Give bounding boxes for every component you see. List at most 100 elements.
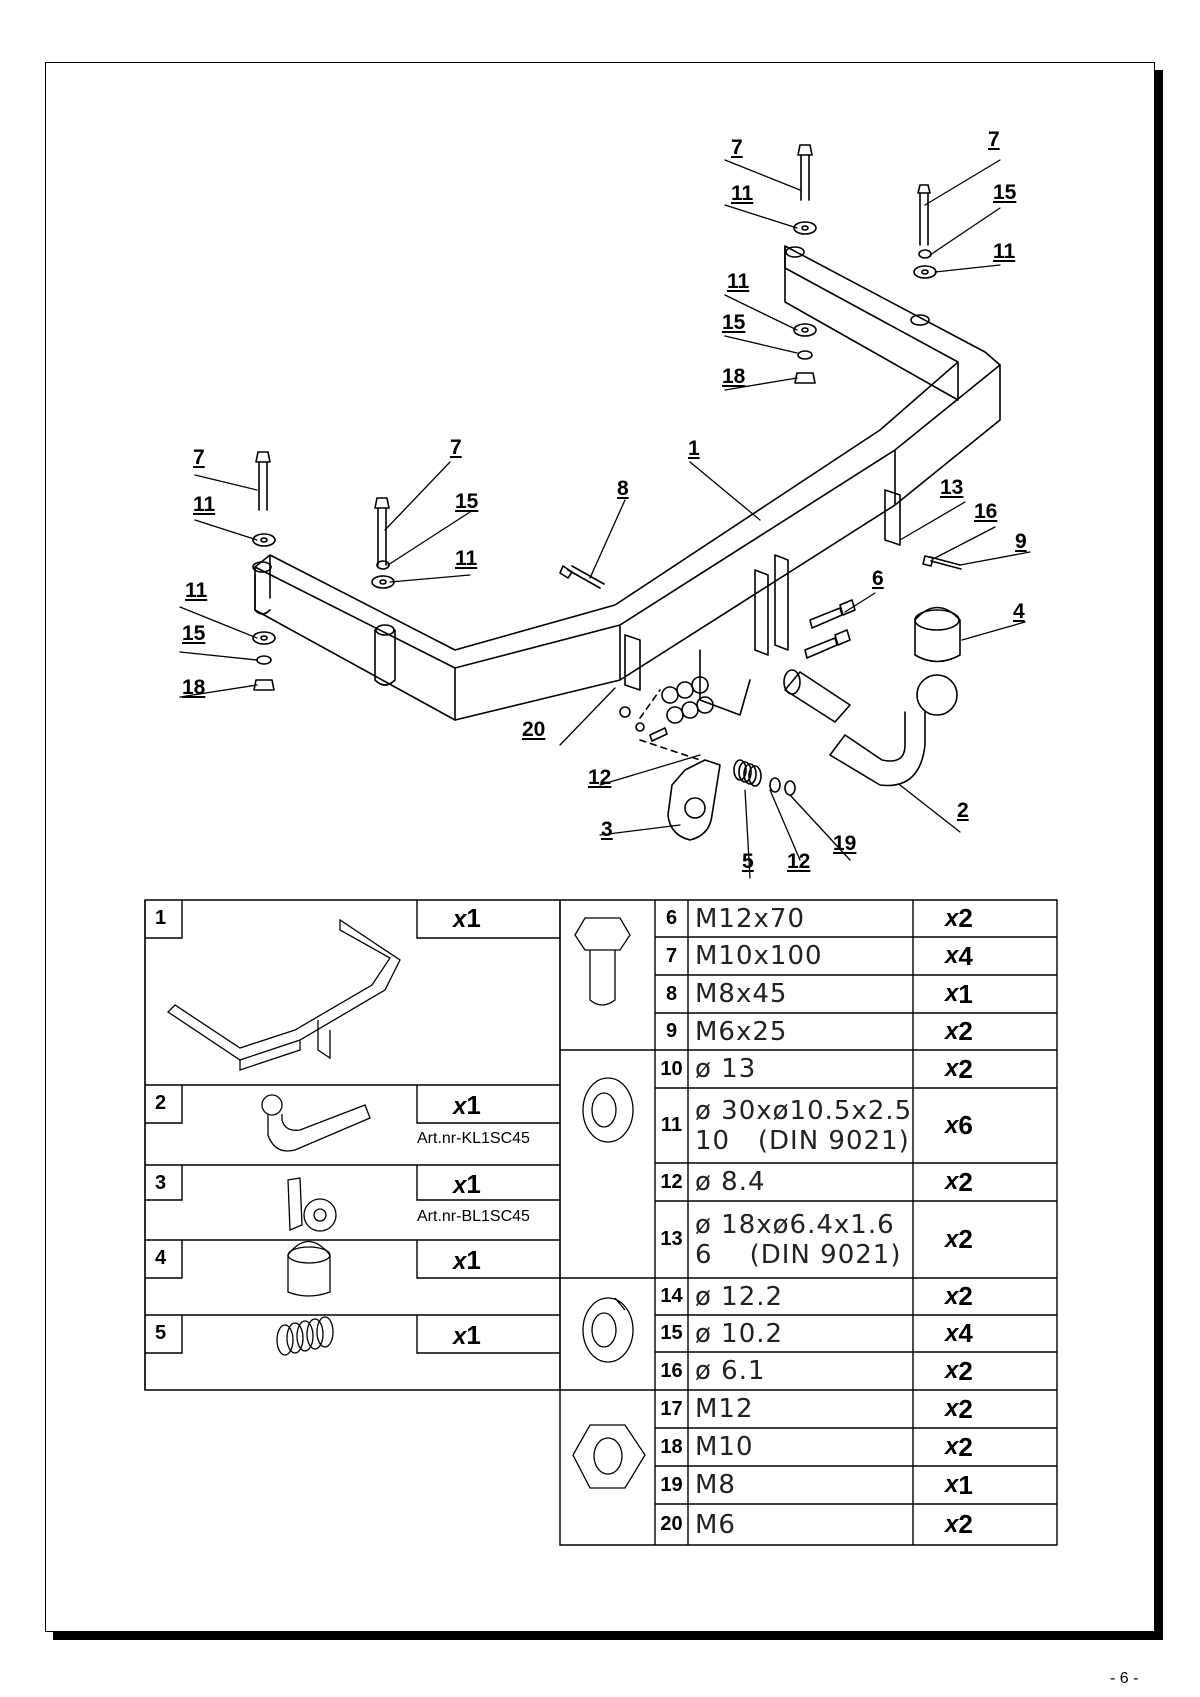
right-row-qty-x: x (945, 1319, 959, 1347)
callout-15b: 15 (722, 311, 746, 334)
right-row-spec-line-1: M8x45 (695, 979, 788, 1009)
ball-cap (914, 606, 961, 663)
row-4-qty-x: x (453, 1248, 467, 1275)
frame-shadow-right (1155, 70, 1163, 1640)
callout-1: 1 (688, 437, 700, 460)
right-row-number: 12 (660, 1170, 683, 1193)
callout-4: 4 (1013, 600, 1025, 623)
row-5-qty: x1 (453, 1320, 481, 1351)
callout-11a: 11 (731, 182, 754, 205)
spring (733, 759, 796, 796)
right-row-qty-n: 2 (958, 1053, 973, 1084)
right-row-qty-n: 2 (958, 1393, 973, 1424)
right-row-qty-n: 2 (958, 1224, 973, 1254)
row-4-qty-n: 1 (466, 1245, 481, 1275)
right-row-qty-x: x (945, 1225, 959, 1253)
right-row-number: 8 (665, 982, 678, 1005)
right-row-qty-x: x (945, 1433, 959, 1460)
right-row-spec: M10x100 (695, 937, 823, 975)
spring-icon (276, 1316, 334, 1356)
row-2-qty: x1 (453, 1090, 481, 1121)
page-number: - 6 - (1110, 1670, 1139, 1687)
right-row-number: 16 (660, 1359, 683, 1382)
right-row-spec: M10 (695, 1428, 754, 1466)
right-row-number: 20 (660, 1513, 683, 1535)
right-row-spec-line-1: M10x100 (695, 941, 823, 971)
ball-cap-icon (287, 1240, 331, 1297)
flat-washer-icon (582, 1077, 634, 1143)
right-row-spec-line-1: M12 (695, 1394, 754, 1424)
right-row-spec-line-1: ø 30xø10.5x2.5 (695, 1095, 913, 1126)
nut-cluster (619, 676, 714, 761)
tow-bar-frame (252, 245, 1001, 721)
right-row-number: 14 (660, 1285, 683, 1307)
row-3-number: 3 (155, 1172, 167, 1194)
callout-18b: 18 (182, 676, 206, 699)
right-row-qty-x: x (945, 1395, 959, 1422)
right-row-qty-n: 2 (958, 1355, 973, 1386)
right-row-qty-x: x (945, 1168, 959, 1195)
ball-arm-icon (261, 1094, 371, 1152)
right-row-spec: M12x70 (695, 900, 805, 937)
row-1-qty-x: x (453, 906, 467, 933)
row-3-qty-n: 1 (466, 1169, 481, 1199)
callout-5: 5 (742, 850, 754, 873)
callout-11b: 11 (993, 240, 1016, 263)
row-5-qty-n: 1 (466, 1320, 481, 1350)
right-row-spec: M8x45 (695, 975, 787, 1013)
right-row-qty-n: 2 (958, 1431, 973, 1462)
right-row-spec-line-1: M6 (695, 1509, 736, 1540)
row-2-number: 2 (155, 1092, 167, 1114)
callout-15a: 15 (993, 181, 1017, 204)
right-row-number: 11 (660, 1114, 683, 1136)
right-row-qty-x: x (945, 1510, 959, 1538)
right-row-number: 10 (660, 1057, 683, 1080)
right-row-qty-x: x (945, 980, 959, 1007)
row-2-qty-n: 1 (466, 1090, 481, 1120)
callout-19: 19 (833, 832, 857, 855)
right-row-qty-n: 2 (958, 1281, 973, 1311)
callout-11e: 11 (455, 547, 478, 570)
ball-arm (783, 669, 958, 787)
bolt-7-set (255, 144, 931, 566)
right-row-number: 15 (660, 1322, 683, 1344)
washer-stack (252, 221, 937, 691)
right-row-qty-x: x (945, 1282, 959, 1310)
callout-12b: 12 (787, 850, 811, 873)
right-row-number: 19 (660, 1473, 683, 1496)
right-row-number: 6 (665, 907, 678, 929)
callout-7b: 7 (988, 128, 1000, 151)
right-row-spec-line-1: M12x70 (695, 903, 805, 934)
right-row-qty-n: 4 (958, 1318, 973, 1348)
row-2-qty-x: x (453, 1093, 467, 1120)
spring-washer-icon (582, 1297, 634, 1363)
callout-9: 9 (1015, 530, 1027, 553)
right-row-spec-line-1: ø 10.2 (695, 1318, 784, 1349)
tow-bar-frame-icon (166, 918, 401, 1071)
right-row-qty-n: 2 (958, 1016, 973, 1046)
callout-6: 6 (872, 567, 884, 590)
right-row-qty-n: 2 (958, 1509, 973, 1539)
callout-11f: 11 (185, 579, 208, 602)
callout-11d: 11 (193, 493, 216, 516)
right-row-qty-n: 1 (958, 1469, 973, 1500)
callout-18a: 18 (722, 365, 746, 388)
right-row-spec-line-1: M10 (695, 1432, 754, 1462)
right-row-number: 9 (665, 1020, 678, 1042)
right-row-qty-x: x (945, 1055, 959, 1082)
right-row-spec: M6 (695, 1504, 736, 1545)
row-1-number: 1 (155, 907, 167, 929)
callout-8: 8 (617, 477, 629, 500)
right-row-qty-n: 2 (958, 1166, 973, 1197)
row-4-qty: x1 (453, 1245, 481, 1276)
